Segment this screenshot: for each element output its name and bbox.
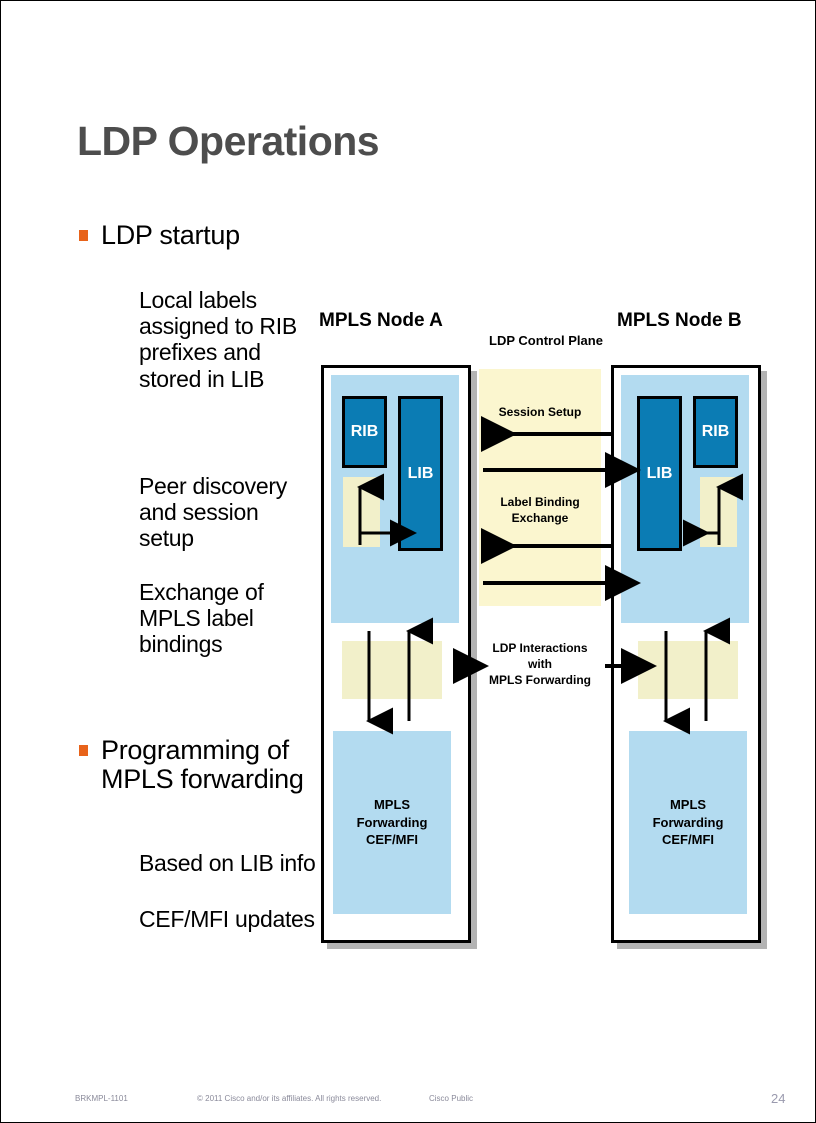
node-b-rib-box: RIB: [693, 396, 738, 468]
node-a-fwd-line-2: Forwarding: [356, 814, 428, 830]
subbullet-peer-discovery: Peer discovery and session setup: [139, 473, 287, 552]
subbullet-cef-mfi-updates: CEF/MFI updates: [139, 906, 315, 932]
bullet-programming-forwarding: Programming of MPLS forwarding: [79, 735, 321, 795]
label-ldp-interactions-line1: LDP Interactions: [492, 641, 588, 655]
node-a-mpls-forwarding-panel: MPLS Forwarding CEF/MFI: [333, 731, 451, 914]
label-label-binding-exchange-line2: Exchange: [511, 511, 569, 525]
footer-page-number: 24: [771, 1091, 786, 1106]
node-a-rib-label: RIB: [350, 423, 379, 440]
heading-mpls-node-a: MPLS Node A: [319, 310, 443, 331]
subbullet-based-on-lib: Based on LIB info: [139, 850, 316, 876]
page-title: LDP Operations: [77, 118, 380, 164]
bullet-label: LDP startup: [101, 220, 240, 250]
node-b-fwd-line-3: CEF/MFI: [662, 832, 714, 848]
label-ldp-interactions-line2: with: [528, 657, 552, 671]
heading-ldp-control-plane: LDP Control Plane: [489, 333, 603, 348]
footer-session-code: BRKMPL-1101: [75, 1094, 128, 1103]
ldp-operations-diagram: MPLS Node A LDP Control Plane MPLS Node …: [311, 301, 781, 951]
bullet-ldp-startup: LDP startup: [79, 220, 331, 250]
label-label-binding-exchange-line1: Label Binding: [500, 495, 580, 509]
subbullet-local-labels: Local labels assigned to RIB prefixes an…: [139, 287, 297, 392]
ldp-control-plane-band: [479, 369, 601, 606]
node-a-lib-label: LIB: [407, 464, 434, 482]
bullet-marker-icon: [79, 230, 88, 241]
footer-classification: Cisco Public: [429, 1094, 474, 1103]
bullet-label: Programming of MPLS forwarding: [101, 735, 304, 795]
node-b-fwd-line-2: Forwarding: [652, 814, 724, 830]
node-b-mpls-forwarding-panel: MPLS Forwarding CEF/MFI: [629, 731, 747, 914]
label-ldp-interactions-line3: MPLS Forwarding: [489, 673, 591, 687]
label-session-setup: Session Setup: [498, 405, 582, 419]
slide-footer: BRKMPL-1101 © 2011 Cisco and/or its affi…: [1, 1089, 815, 1113]
node-b-rib-label: RIB: [701, 423, 730, 440]
node-b-lib-box: LIB: [637, 396, 682, 551]
bullet-marker-icon: [79, 745, 88, 756]
footer-copyright: © 2011 Cisco and/or its affiliates. All …: [197, 1094, 382, 1103]
diagram-arrows: [357, 416, 743, 735]
node-b-lib-label: LIB: [646, 464, 673, 482]
node-a-rib-box: RIB: [342, 396, 387, 468]
subbullet-exchange-bindings: Exchange of MPLS label bindings: [139, 579, 264, 658]
heading-mpls-node-b: MPLS Node B: [617, 310, 742, 331]
node-a-fwd-line-3: CEF/MFI: [366, 832, 418, 848]
node-a-lower-yellow-block: [342, 641, 442, 699]
node-a-fwd-line-1: MPLS: [373, 797, 411, 813]
node-b-fwd-line-1: MPLS: [669, 797, 707, 813]
